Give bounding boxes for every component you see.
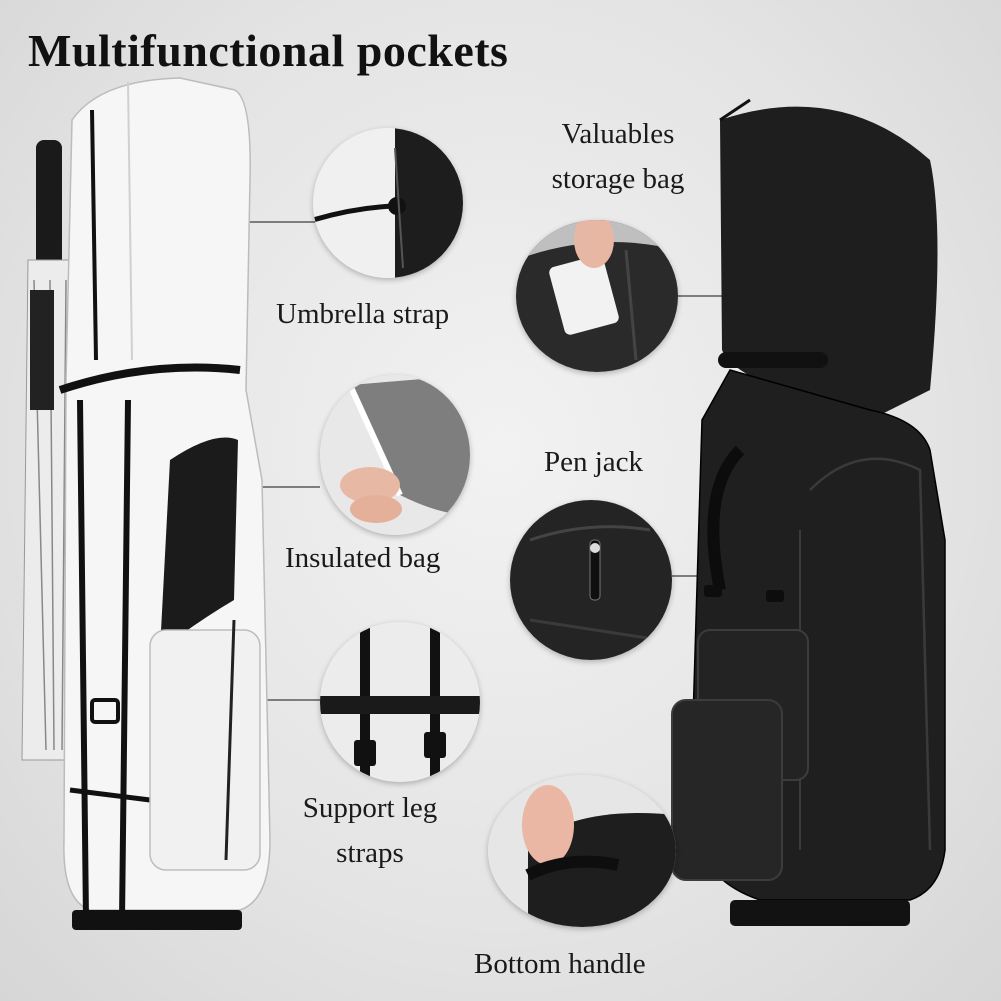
valuables-storage-label: Valuables storage bag xyxy=(540,112,696,202)
valuables-line2: storage bag xyxy=(551,162,685,195)
white-golf-bag xyxy=(21,77,271,930)
support-leg-straps-label: Support leg straps xyxy=(290,786,450,876)
support-leg-straps-line1: Support leg xyxy=(302,792,438,824)
support-leg-straps-line2: straps xyxy=(336,836,404,869)
valuables-line1: Valuables xyxy=(561,118,675,150)
support-leg-straps-closeup xyxy=(320,622,480,782)
valuables-storage-closeup xyxy=(516,220,678,372)
umbrella-strap-label: Umbrella strap xyxy=(276,298,450,330)
pen-jack-label: Pen jack xyxy=(544,446,644,478)
insulated-bag-label: Insulated bag xyxy=(285,542,441,574)
insulated-bag-closeup xyxy=(320,375,470,535)
page-title: Multifunctional pockets xyxy=(28,25,509,76)
umbrella-strap-closeup xyxy=(313,128,463,278)
bottom-handle-closeup xyxy=(488,775,676,927)
black-golf-bag xyxy=(671,98,946,926)
bottom-handle-label: Bottom handle xyxy=(474,948,646,980)
pen-jack-closeup xyxy=(510,500,672,660)
